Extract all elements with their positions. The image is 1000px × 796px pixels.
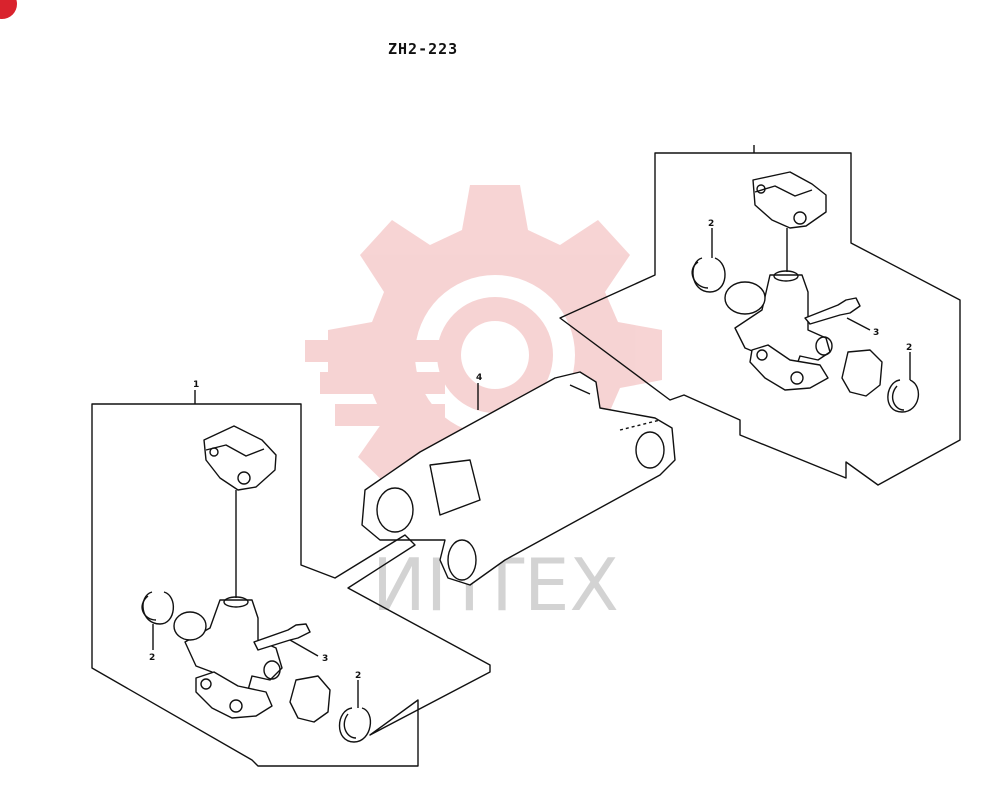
spider-cross <box>734 274 831 371</box>
bolt-hole <box>237 471 251 485</box>
callout-3: 3 <box>322 654 328 664</box>
left-assembly <box>91 390 491 767</box>
snap-ring-inner <box>141 595 157 621</box>
callout-2: 2 <box>708 219 714 229</box>
spider-journal <box>815 336 833 356</box>
link-eye <box>447 539 477 581</box>
right-assembly <box>559 145 961 486</box>
spider-journal <box>773 270 799 282</box>
callout-4: 4 <box>476 373 482 383</box>
bearing-cup <box>289 675 331 723</box>
bearing-cap <box>203 425 277 491</box>
link-body <box>361 371 676 586</box>
spider-journal <box>263 660 281 680</box>
snap-ring-inner <box>343 713 357 739</box>
hidden-line <box>619 419 661 431</box>
snap-ring <box>692 257 726 293</box>
needle-bearing <box>173 611 207 641</box>
snap-ring <box>887 379 920 413</box>
grease-fitting <box>804 297 861 325</box>
diagram-code: ZH2-223 <box>388 40 459 58</box>
bearing-cup <box>841 349 883 397</box>
bolt-hole <box>793 211 807 225</box>
callout-2: 2 <box>355 671 361 681</box>
bolt-hole <box>200 678 212 690</box>
link-arm <box>361 371 676 586</box>
link-eye <box>376 487 414 533</box>
bolt-hole <box>209 447 219 457</box>
grease-fitting <box>253 623 311 651</box>
snap-ring <box>338 707 372 743</box>
bolt-hole <box>790 371 804 385</box>
callout-2: 2 <box>149 653 155 663</box>
bearing-cap <box>752 171 827 229</box>
bolt-hole <box>756 349 768 361</box>
corner-badge <box>0 0 17 19</box>
bearing-cap-edge <box>205 444 265 457</box>
callout-3: 3 <box>873 328 879 338</box>
bearing-cap-lower <box>749 344 829 391</box>
callout-2: 2 <box>906 343 912 353</box>
leader-line <box>289 639 319 657</box>
assembly-outline-left <box>91 403 491 767</box>
spider-journal <box>223 596 249 608</box>
link-web <box>429 459 481 516</box>
bearing-cap-lower <box>195 671 273 719</box>
bolt-hole <box>229 699 243 713</box>
needle-bearing <box>724 281 766 315</box>
snap-ring-inner <box>891 385 905 411</box>
bolt-hole <box>756 184 766 194</box>
link-detail <box>569 384 591 395</box>
link-eye <box>635 431 665 469</box>
callout-1: 1 <box>193 380 199 390</box>
snap-ring-inner <box>691 261 709 289</box>
spider-cross <box>184 599 283 691</box>
leader-line <box>846 317 871 331</box>
assembly-outline-right <box>559 152 961 486</box>
